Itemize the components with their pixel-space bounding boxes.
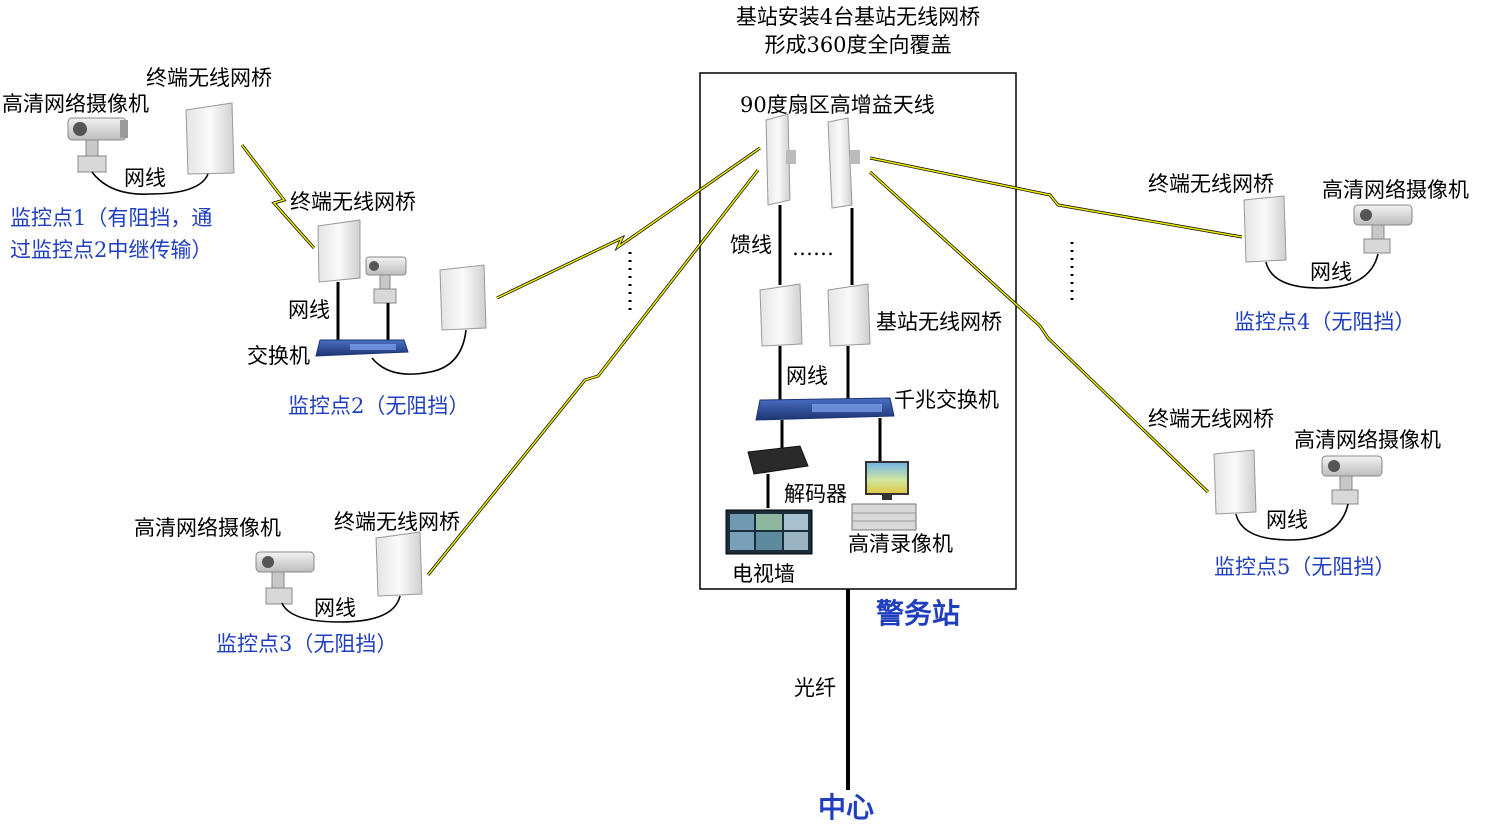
point4-camera-label: 高清网络摄像机 bbox=[1322, 178, 1469, 202]
point5-bridge-icon bbox=[1213, 449, 1257, 515]
point3-camera-label: 高清网络摄像机 bbox=[134, 516, 281, 540]
title-line1: 基站安装4台基站无线网桥 bbox=[735, 5, 981, 29]
point1-bridge-icon bbox=[185, 102, 235, 175]
fiber-label: 光纤 bbox=[794, 676, 836, 700]
point1-cable bbox=[91, 171, 209, 195]
decoder-label: 解码器 bbox=[784, 482, 847, 506]
point2-bridge-label: 终端无线网桥 bbox=[290, 190, 416, 214]
feeder-dots-label: …… bbox=[792, 236, 834, 260]
point2-bridge-icon-a bbox=[317, 219, 361, 283]
feeder-label: 馈线 bbox=[730, 233, 772, 257]
point4-cable-label: 网线 bbox=[1310, 260, 1352, 284]
station-name: 警务站 bbox=[876, 597, 961, 630]
point1-camera bbox=[67, 117, 128, 173]
base-bridge-label: 基站无线网桥 bbox=[876, 310, 1002, 334]
point3-camera bbox=[255, 551, 315, 605]
recorder-label: 高清录像机 bbox=[848, 532, 953, 556]
point5-caption: 监控点5（无阻挡） bbox=[1214, 555, 1396, 579]
point5-cable-label: 网线 bbox=[1266, 508, 1308, 532]
decoder-icon bbox=[747, 445, 809, 475]
point2-bridge-icon-b bbox=[439, 264, 487, 331]
point1-caption-line2: 过监控点2中继传输） bbox=[10, 238, 213, 262]
station-cable-label: 网线 bbox=[786, 364, 828, 388]
wireless-links bbox=[240, 144, 1243, 576]
tv-wall-label: 电视墙 bbox=[732, 562, 795, 586]
point3-bridge-label: 终端无线网桥 bbox=[334, 510, 460, 534]
point3-cable bbox=[281, 595, 401, 623]
monitor-icon bbox=[865, 461, 909, 500]
point1-cable-label: 网线 bbox=[124, 166, 166, 190]
gigabit-switch-icon bbox=[755, 397, 895, 421]
recorder-icon bbox=[851, 503, 917, 531]
point1-bridge-label: 终端无线网桥 bbox=[146, 66, 272, 90]
station-box bbox=[699, 72, 1017, 590]
sector-antenna-right bbox=[827, 117, 860, 209]
point5-camera-label: 高清网络摄像机 bbox=[1294, 428, 1441, 452]
gigabit-switch-label: 千兆交换机 bbox=[894, 388, 999, 412]
antenna-label: 90度扇区高增益天线 bbox=[740, 93, 935, 117]
tv-wall-icon bbox=[725, 509, 813, 555]
point4-bridge-icon bbox=[1243, 195, 1287, 263]
point1-caption-line1: 监控点1（有阻挡，通 bbox=[10, 206, 213, 230]
point4-camera bbox=[1353, 204, 1413, 254]
link-p2-station bbox=[496, 146, 761, 300]
point2-switch-label: 交换机 bbox=[247, 344, 310, 368]
point4-bridge-label: 终端无线网桥 bbox=[1148, 172, 1274, 196]
point5-cable bbox=[1235, 503, 1349, 541]
point2-cable-c bbox=[371, 329, 467, 375]
sector-antenna-left bbox=[765, 113, 796, 206]
point2-cable-label: 网线 bbox=[288, 298, 330, 322]
point2-camera bbox=[365, 256, 407, 304]
point4-cable bbox=[1265, 253, 1379, 289]
point3-cable-label: 网线 bbox=[314, 596, 356, 620]
point5-bridge-label: 终端无线网桥 bbox=[1148, 407, 1274, 431]
point2-switch-icon bbox=[315, 339, 409, 357]
point3-bridge-icon bbox=[375, 531, 423, 597]
base-bridge-right bbox=[827, 283, 871, 347]
point4-caption: 监控点4（无阻挡） bbox=[1234, 310, 1416, 334]
point3-caption: 监控点3（无阻挡） bbox=[216, 632, 398, 656]
point1-camera-label: 高清网络摄像机 bbox=[2, 92, 149, 116]
point2-caption: 监控点2（无阻挡） bbox=[288, 394, 470, 418]
center-label: 中心 bbox=[818, 791, 875, 824]
title-line2: 形成360度全向覆盖 bbox=[764, 33, 952, 57]
point5-camera bbox=[1321, 455, 1383, 505]
base-bridge-left bbox=[759, 283, 803, 347]
